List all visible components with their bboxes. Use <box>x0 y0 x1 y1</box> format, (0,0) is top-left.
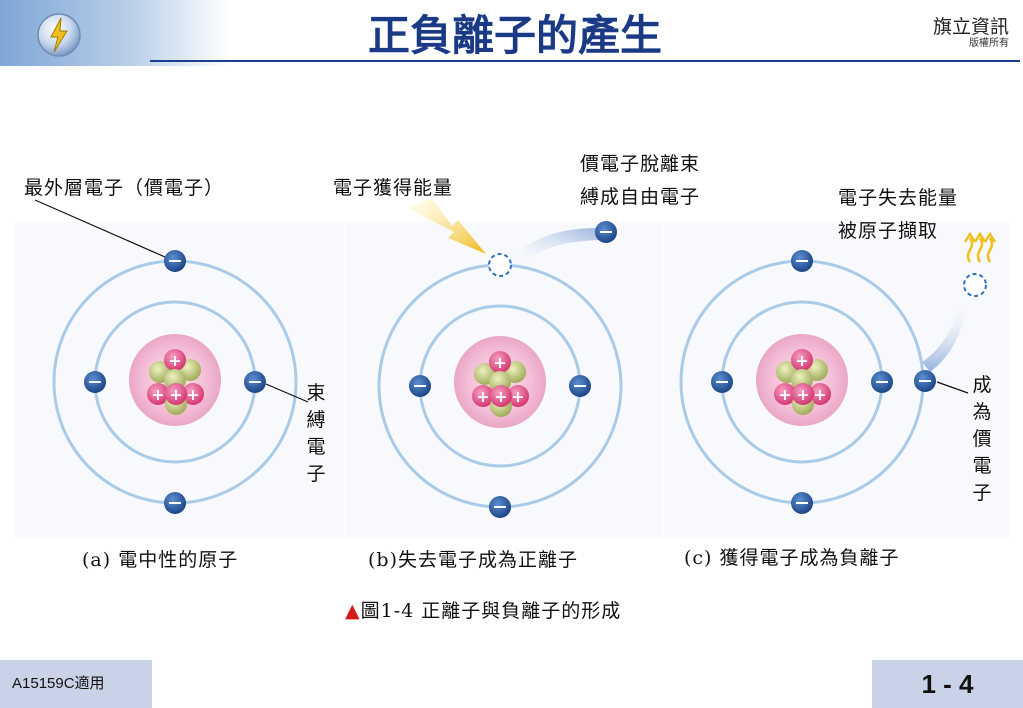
atom-c-electron-right <box>871 371 893 393</box>
atom-b-electron-right <box>569 375 591 397</box>
free-electron <box>595 221 617 243</box>
capture-trail <box>922 298 968 372</box>
svg-text:+: + <box>813 385 826 404</box>
bound-electron-pointer <box>265 383 309 403</box>
atom-a-neutral: + + + + <box>14 199 344 538</box>
slide-header: 正負離子的產生 旗立資訊 版權所有 <box>0 0 1023 70</box>
atom-c-electron-top <box>791 250 813 272</box>
label-bound-electron: 束縛電子 <box>306 382 326 485</box>
svg-text:+: + <box>795 351 808 370</box>
atom-a-electron-left <box>84 371 106 393</box>
captured-electron <box>914 370 936 392</box>
atom-c-nucleus: + + + + <box>774 349 831 415</box>
svg-text:+: + <box>778 385 791 404</box>
atom-c-electron-bottom <box>791 492 813 514</box>
atom-a-nucleus: + + + + <box>147 349 204 415</box>
atom-b-electron-left <box>409 375 431 397</box>
atom-c-electron-left <box>711 371 733 393</box>
atom-a-electron-bottom <box>164 492 186 514</box>
energy-bolt-icon <box>408 198 486 254</box>
label-outer-electron: 最外層電子（價電子） <box>24 177 225 199</box>
escape-trail <box>513 228 604 268</box>
svg-text:+: + <box>476 387 489 406</box>
atom-b-electron-bottom <box>489 496 511 518</box>
energy-release-icon <box>963 231 997 263</box>
svg-text:+: + <box>493 353 506 372</box>
atom-a-electron-top <box>164 250 186 272</box>
caption-c: (c) 獲得電子成為負離子 <box>684 547 900 569</box>
svg-text:+: + <box>151 385 164 404</box>
svg-text:+: + <box>168 351 181 370</box>
label-lose-line2: 被原子擷取 <box>838 220 939 242</box>
label-escape-line2: 縛成自由電子 <box>580 186 701 208</box>
label-escape-line1: 價電子脫離束 <box>580 153 701 175</box>
publisher-name: 旗立資訊 <box>932 16 1009 38</box>
atom-b-positive-ion: + + + + <box>345 198 663 538</box>
copyright-note: 版權所有 <box>969 38 1009 49</box>
atom-b-vacancy <box>488 253 512 277</box>
atom-a-electron-right <box>244 371 266 393</box>
incoming-electron-ghost <box>963 273 987 297</box>
figure-caption: ▲圖1-4 正離子與負離子的形成 <box>345 596 621 623</box>
svg-text:+: + <box>796 385 809 404</box>
svg-text:+: + <box>186 385 199 404</box>
svg-text:+: + <box>494 387 507 406</box>
publisher-block: 旗立資訊 版權所有 <box>933 16 1009 50</box>
become-valence-pointer <box>936 381 969 394</box>
label-lose-line1: 電子失去能量 <box>838 187 959 209</box>
header-rule <box>150 60 1020 62</box>
atom-c-negative-ion: + + + + <box>664 222 1010 538</box>
caption-b: (b)失去電子成為正離子 <box>368 549 578 571</box>
caption-a: (a) 電中性的原子 <box>82 549 239 571</box>
figure-caption-text: 圖1-4 正離子與負離子的形成 <box>360 600 622 622</box>
triangle-marker-icon: ▲ <box>345 600 361 622</box>
svg-text:+: + <box>169 385 182 404</box>
lightning-logo-icon <box>37 13 81 57</box>
footer-page-number: 1 - 4 <box>872 660 1023 708</box>
label-become-valence: 成為價電子 <box>972 374 992 504</box>
atom-b-nucleus: + + + + <box>472 351 529 417</box>
outer-electron-pointer <box>34 199 166 258</box>
label-gain-energy: 電子獲得能量 <box>333 177 454 199</box>
svg-text:+: + <box>511 387 524 406</box>
page-title: 正負離子的產生 <box>367 11 662 60</box>
footer-course: A15159C適用 <box>0 660 152 708</box>
